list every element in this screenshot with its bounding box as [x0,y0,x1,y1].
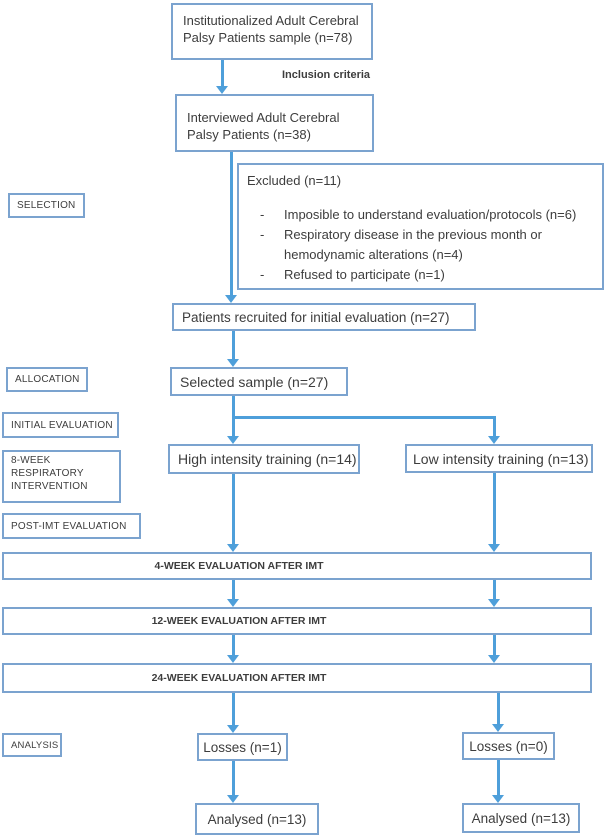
arrow-eval4-to-eval12-left-head [227,599,239,607]
arrow-losses-to-analysed-left-line [232,761,235,795]
stage-label-selection: SELECTION [8,193,85,218]
arrow-eval24-to-losses-right-head [492,724,504,732]
arrow-branch-to-low-line [493,417,496,436]
arrow-eval24-to-losses-left-line [232,693,235,725]
arrow-sample-to-interviewed-head [216,86,228,94]
arrow-eval4-to-eval12-right-line [493,580,496,599]
dash-bullet: - [260,207,265,222]
arrow-eval24-to-losses-left-head [227,725,239,733]
box-low-intensity: Low intensity training (n=13) [405,444,593,473]
box-eval-4week: 4-WEEK EVALUATION AFTER IMT [2,552,592,580]
arrow-interviewed-to-recruited-line [230,152,233,295]
box-patients-recruited-label: Patients recruited for initial evaluatio… [182,309,450,325]
box-interviewed-patients: Interviewed Adult Cerebral Palsy Patient… [175,94,374,152]
box-analysed-low-label: Analysed (n=13) [471,810,571,826]
arrow-recruited-to-selected-head [227,359,239,367]
excluded-item-text: Respiratory disease in the previous mont… [284,227,542,262]
excluded-title: Excluded (n=11) [247,173,342,188]
arrow-interviewed-to-recruited-head [225,295,237,303]
excluded-item: - Imposible to understand evaluation/pro… [247,205,594,225]
stage-label-intervention: 8-WEEK RESPIRATORY INTERVENTION [2,450,121,503]
box-institutionalized-sample: Institutionalized Adult Cerebral Palsy P… [171,3,373,60]
excluded-item-text: Imposible to understand evaluation/proto… [284,207,577,222]
arrow-low-to-eval4-head [488,544,500,552]
arrow-losses-to-analysed-right-head [492,795,504,803]
arrow-eval4-to-eval12-left-line [232,580,235,599]
box-high-intensity: High intensity training (n=14) [168,444,360,474]
arrow-eval12-to-eval24-right-head [488,655,500,663]
arrow-high-to-eval4-line [232,474,235,544]
stage-label-analysis: ANALYSIS [2,733,62,757]
stage-label-initial-evaluation: INITIAL EVALUATION [2,412,119,438]
box-selected-sample-label: Selected sample (n=27) [180,373,329,390]
stage-label-allocation: ALLOCATION [6,367,88,392]
connector-branch-horizontal [232,416,496,419]
excluded-item: - Refused to participate (n=1) [247,265,594,285]
arrow-selected-to-high-head [227,436,239,444]
box-analysed-high: Analysed (n=13) [195,803,319,835]
arrow-branch-to-low-head [488,436,500,444]
box-selected-sample: Selected sample (n=27) [170,367,348,396]
box-low-intensity-label: Low intensity training (n=13) [413,450,589,467]
arrow-eval4-to-eval12-right-head [488,599,500,607]
arrow-eval24-to-losses-right-line [497,693,500,724]
box-losses-high-label: Losses (n=1) [203,739,282,755]
box-patients-recruited: Patients recruited for initial evaluatio… [172,303,476,331]
box-eval-12week: 12-WEEK EVALUATION AFTER IMT [2,607,592,635]
box-losses-high: Losses (n=1) [197,733,288,761]
box-high-intensity-label: High intensity training (n=14) [178,451,357,467]
box-losses-low: Losses (n=0) [462,732,555,760]
excluded-item: - Respiratory disease in the previous mo… [247,225,594,265]
inclusion-criteria-label: Inclusion criteria [282,69,371,81]
box-losses-low-label: Losses (n=0) [469,738,548,754]
box-excluded: Excluded (n=11) - Imposible to understan… [237,163,604,290]
arrow-losses-to-analysed-right-line [497,760,500,795]
box-analysed-high-label: Analysed (n=13) [207,811,307,827]
arrow-eval12-to-eval24-left-line [232,635,235,655]
box-eval-24week-label: 24-WEEK EVALUATION AFTER IMT [151,672,327,684]
arrow-low-to-eval4-line [493,473,496,544]
box-interviewed-patients-label: Interviewed Adult Cerebral Palsy Patient… [187,110,340,142]
box-analysed-low: Analysed (n=13) [462,803,580,833]
box-eval-24week: 24-WEEK EVALUATION AFTER IMT [2,663,592,693]
arrow-losses-to-analysed-left-head [227,795,239,803]
dash-bullet: - [260,227,265,242]
arrow-eval12-to-eval24-right-line [493,635,496,655]
arrow-recruited-to-selected-line [232,331,235,359]
arrow-eval12-to-eval24-left-head [227,655,239,663]
box-eval-4week-label: 4-WEEK EVALUATION AFTER IMT [154,560,324,572]
stage-label-post-imt: POST-IMT EVALUATION [2,513,141,539]
dash-bullet: - [260,267,265,282]
excluded-item-text: Refused to participate (n=1) [284,267,445,282]
arrow-high-to-eval4-head [227,544,239,552]
arrow-sample-to-interviewed-line [221,60,224,86]
box-eval-12week-label: 12-WEEK EVALUATION AFTER IMT [151,615,327,627]
box-institutionalized-sample-label: Institutionalized Adult Cerebral Palsy P… [183,13,359,45]
